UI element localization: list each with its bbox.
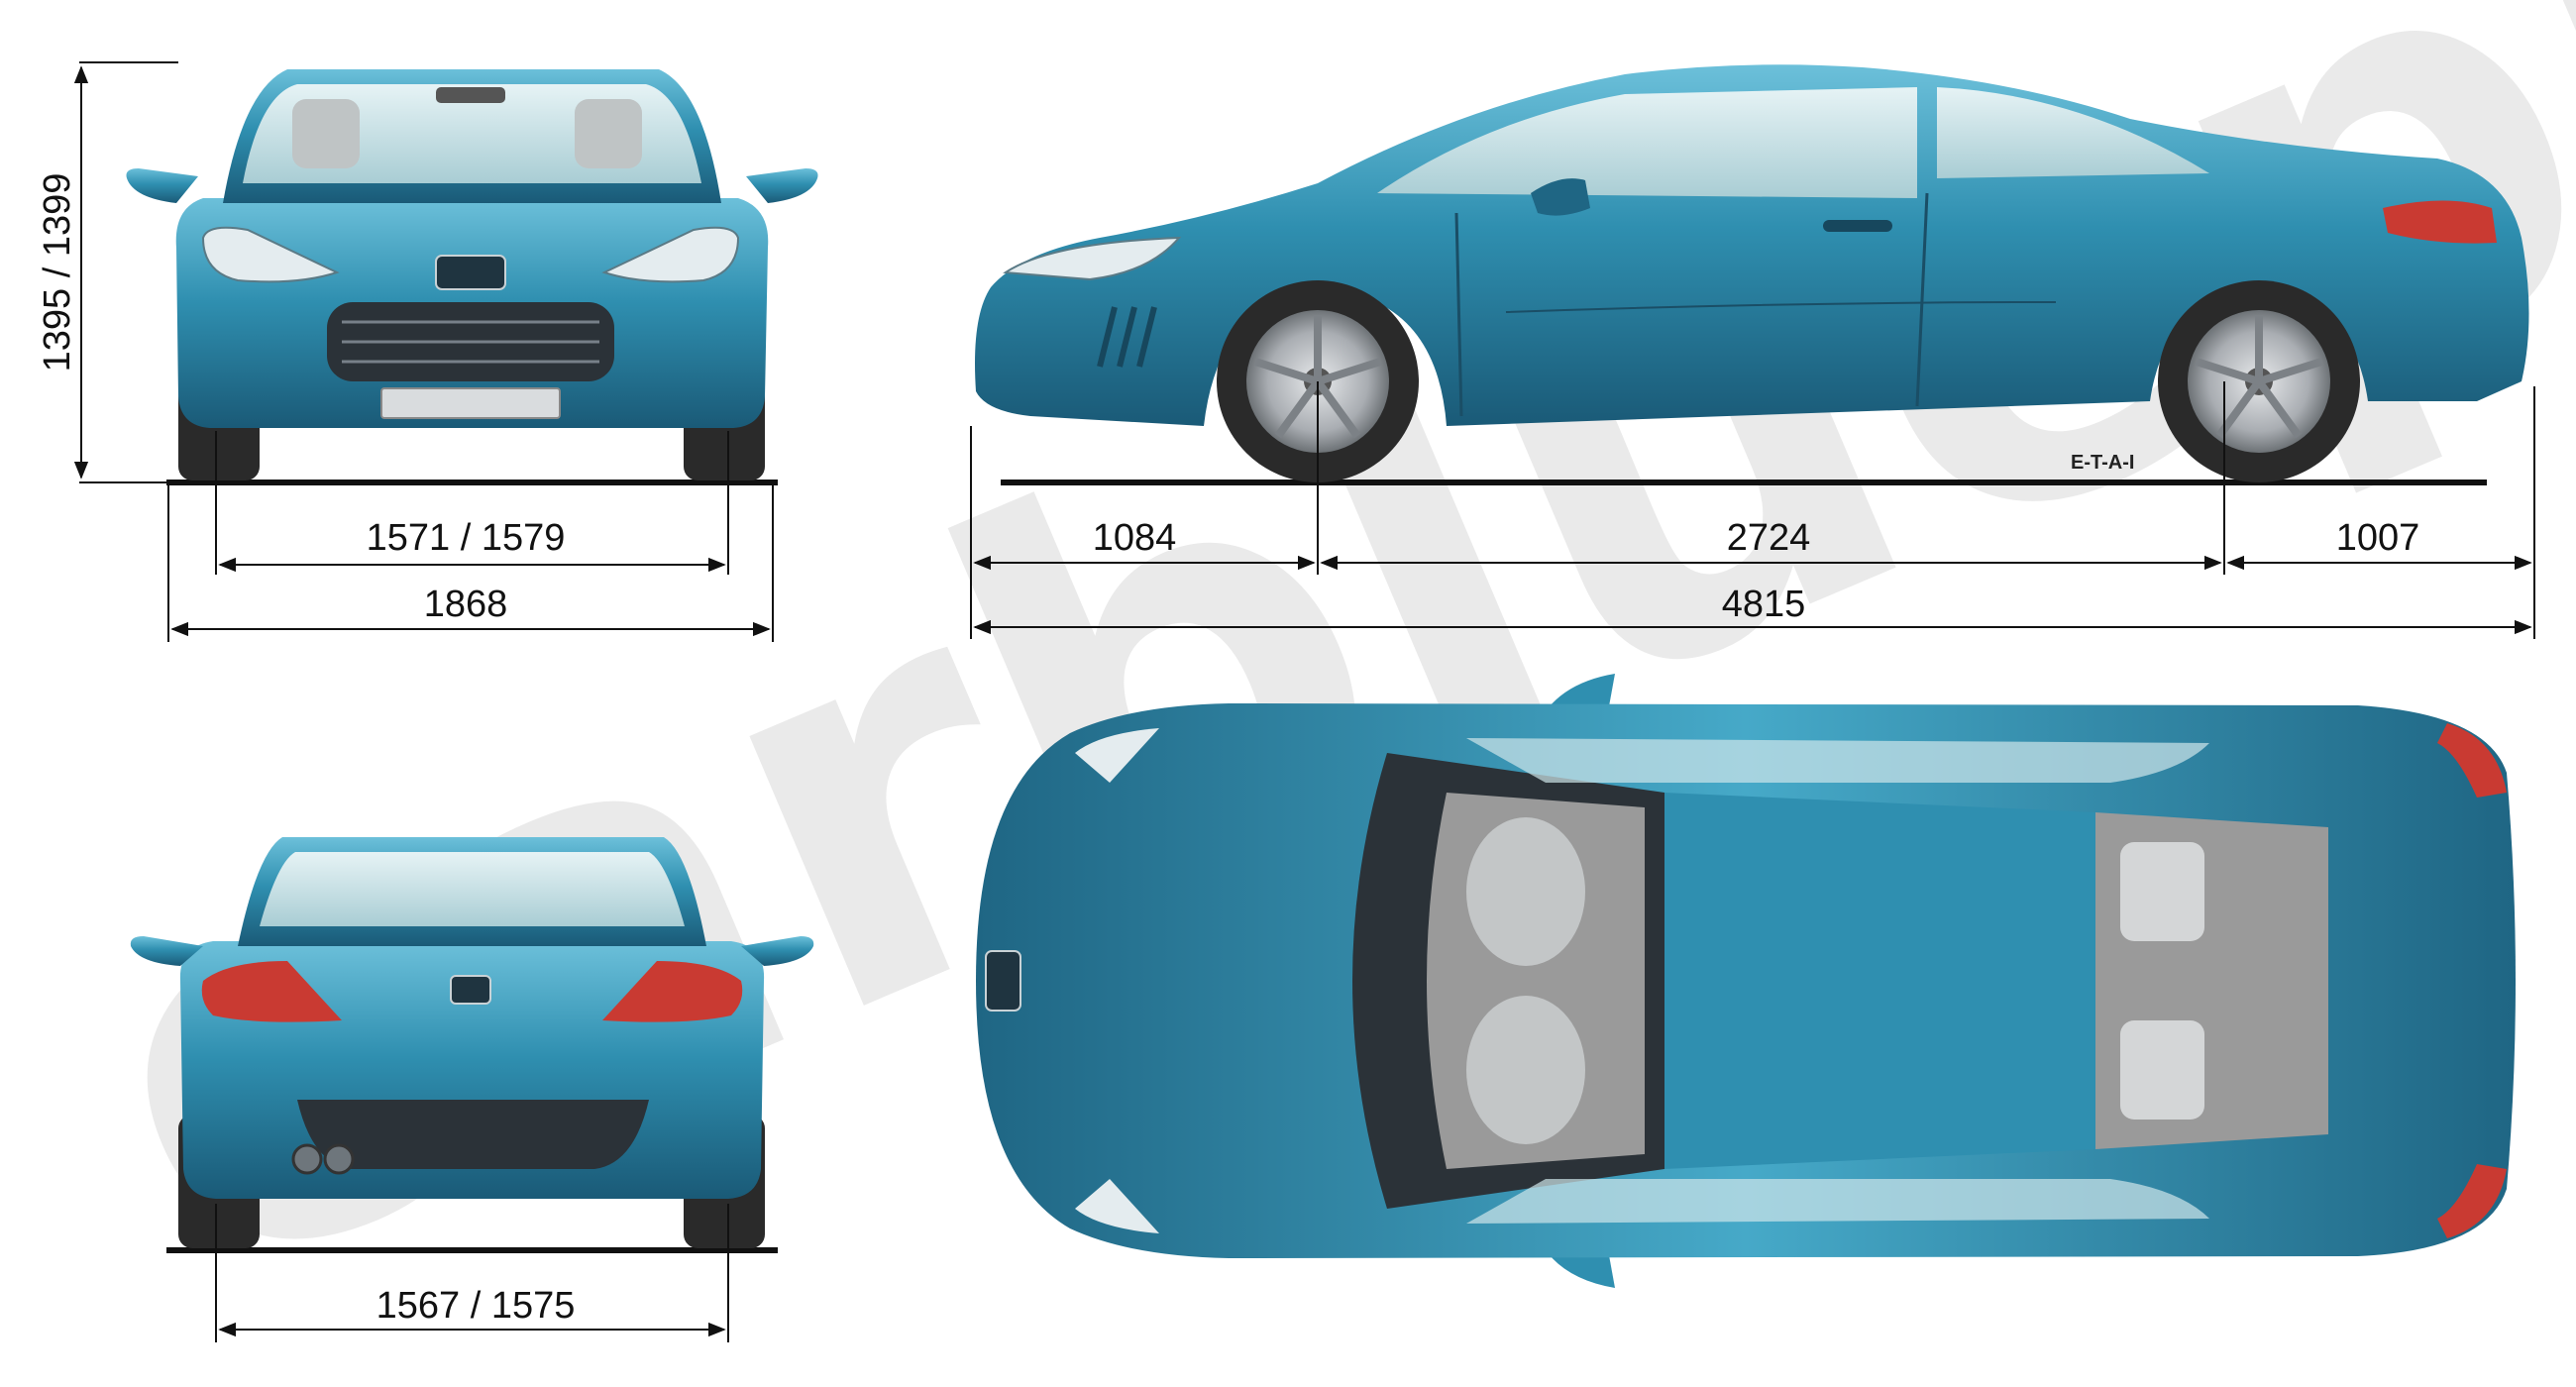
wheelbase-label: 2724 — [1727, 517, 1811, 559]
top-badge-icon — [985, 950, 1021, 1012]
side-rear-window — [1937, 87, 2209, 178]
top-right-seat — [1466, 996, 1585, 1144]
front-view — [126, 69, 818, 485]
top-rear-left-seat — [2120, 842, 2204, 941]
side-fender-vent — [1097, 306, 1157, 368]
rear-badge-icon — [450, 975, 491, 1005]
side-mirror — [1531, 178, 1590, 216]
side-rim-spokes — [1253, 315, 2323, 439]
rear-right-mirror — [741, 936, 814, 966]
top-rear-right-seat — [2120, 1020, 2204, 1120]
front-license-plate — [380, 387, 561, 419]
top-roof — [1664, 793, 2095, 1169]
side-door-seam-rear — [1915, 192, 1929, 407]
rear-exhaust-right-icon — [323, 1143, 355, 1175]
rear-exhaust-left-icon — [291, 1143, 323, 1175]
top-left-taillight — [2437, 723, 2507, 798]
top-left-window — [1466, 738, 2209, 783]
credit-label: E-T-A-I — [2071, 452, 2134, 474]
height-label: 1395 / 1399 — [37, 173, 78, 373]
side-headlight — [1003, 236, 1182, 281]
side-door-seam-front — [1454, 212, 1463, 417]
rear-view — [130, 837, 814, 1253]
front-left-mirror — [126, 168, 198, 203]
front-grille-bars — [342, 320, 599, 364]
dimension-lines — [73, 61, 2535, 1342]
dimension-labels: 1395 / 1399 1571 / 1579 1868 1084 2724 1… — [37, 173, 2419, 1327]
front-overhang-label: 1084 — [1093, 517, 1177, 559]
side-character-line — [1505, 301, 2057, 313]
front-badge-icon — [435, 255, 506, 290]
rear-right-taillight — [602, 961, 743, 1022]
top-view — [976, 674, 2516, 1288]
length-label: 4815 — [1722, 584, 1806, 625]
side-front-window — [1377, 87, 1917, 198]
rear-left-taillight — [201, 961, 342, 1022]
side-taillight — [2383, 200, 2497, 244]
front-right-seat — [575, 99, 642, 168]
top-right-window — [1466, 1179, 2209, 1224]
top-right-taillight — [2437, 1164, 2507, 1238]
top-left-seat — [1466, 817, 1585, 966]
front-left-seat — [292, 99, 360, 168]
front-left-headlight — [201, 226, 340, 283]
rear-diffuser — [297, 1100, 649, 1169]
top-left-headlight — [1075, 728, 1159, 783]
rear-track-label: 1567 / 1575 — [376, 1285, 576, 1327]
rear-overhang-label: 1007 — [2336, 517, 2420, 559]
rear-left-mirror — [130, 936, 203, 966]
side-door-handle — [1823, 220, 1892, 232]
top-right-headlight — [1075, 1179, 1159, 1233]
front-mirror — [436, 87, 505, 103]
rear-window — [260, 852, 685, 926]
front-right-headlight — [601, 226, 740, 283]
front-track-label: 1571 / 1579 — [367, 517, 566, 559]
front-right-mirror — [746, 168, 818, 203]
width-label: 1868 — [424, 584, 508, 625]
